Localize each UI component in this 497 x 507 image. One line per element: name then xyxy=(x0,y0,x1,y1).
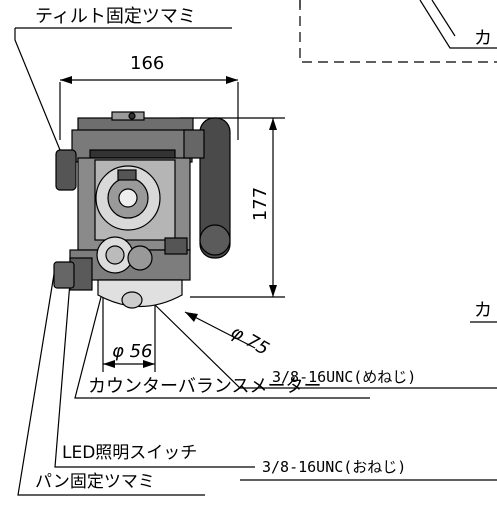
tilt-knob-leader xyxy=(14,27,232,151)
arrow-phi75 xyxy=(185,312,198,322)
width-dimension-value: 166 xyxy=(130,53,165,74)
thread-female-leader xyxy=(149,299,497,389)
arrow-phi56-left xyxy=(103,360,115,368)
counterbalance-leader xyxy=(74,261,370,399)
counterbalance-meter-label: カウンターバランスメーター xyxy=(88,376,322,397)
arrow-width-right xyxy=(226,76,238,84)
led-light-switch-label: LED照明スイッチ xyxy=(62,443,198,463)
reference-leader-top xyxy=(419,0,497,49)
reference-leader-top2 xyxy=(431,0,456,37)
tripod-head-illustration xyxy=(53,111,231,309)
pan-lock-knob-label: パン固定ツマミ xyxy=(35,472,155,492)
tilt-knob xyxy=(55,149,77,191)
arrow-width-left xyxy=(60,76,72,84)
bowl-base xyxy=(97,279,183,308)
counterbalance-label-mid-partial: カ xyxy=(474,300,492,321)
pan-lock-knob xyxy=(53,261,75,289)
pan-knob-leader xyxy=(17,267,205,496)
tilt-lock-knob-label: ティルト固定ツマミ xyxy=(35,6,196,27)
height-dimension-value: 177 xyxy=(250,186,272,222)
pan-handle xyxy=(199,117,231,259)
reference-frame-dashed xyxy=(299,0,497,63)
arrow-height-top xyxy=(269,118,277,130)
thread-male-label: 3/8-16UNC(おねじ) xyxy=(262,458,407,476)
arrow-phi56-right xyxy=(143,360,155,368)
bottom-diameter-value: φ 56 xyxy=(112,341,153,362)
phi75-leader xyxy=(184,311,256,349)
arrow-height-bottom xyxy=(269,285,277,297)
led-leader xyxy=(54,281,255,468)
counterbalance-label-top-partial: カ xyxy=(474,28,492,49)
thread-female-label: 3/8-16UNC(めねじ) xyxy=(272,368,417,386)
